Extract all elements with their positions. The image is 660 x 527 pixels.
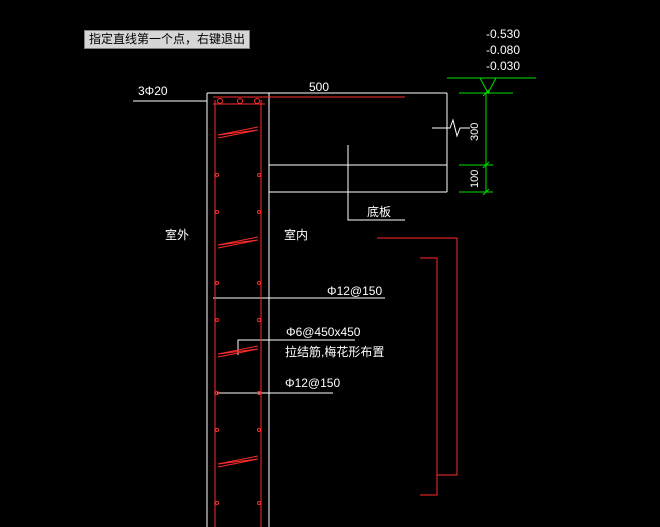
- break-line: [432, 118, 470, 138]
- tie-bar-spec-label: Φ6@450x450: [286, 325, 361, 339]
- tie-bar-note-label: 拉结筋,梅花形布置: [285, 344, 384, 359]
- outside-label: 室外: [165, 227, 189, 242]
- rebar-spacing-label-2: Φ12@150: [285, 376, 340, 390]
- rebar-cage: [213, 96, 458, 527]
- width-dimension: 500: [309, 80, 329, 94]
- dimension-lines: [447, 77, 536, 196]
- dimension-100: 100: [469, 170, 481, 188]
- rebar-spacing-label-1: Φ12@150: [327, 284, 382, 298]
- elevation-2: -0.080: [486, 43, 520, 57]
- base-slab-label: 底板: [367, 204, 391, 219]
- top-rebar-label: 3Φ20: [138, 84, 168, 98]
- wall-outline: [133, 92, 448, 527]
- elevation-3: -0.030: [486, 59, 520, 73]
- inside-label: 室内: [284, 227, 308, 242]
- command-prompt: 指定直线第一个点，右键退出: [84, 30, 251, 49]
- elevation-1: -0.530: [486, 27, 520, 41]
- dimension-300: 300: [469, 123, 481, 141]
